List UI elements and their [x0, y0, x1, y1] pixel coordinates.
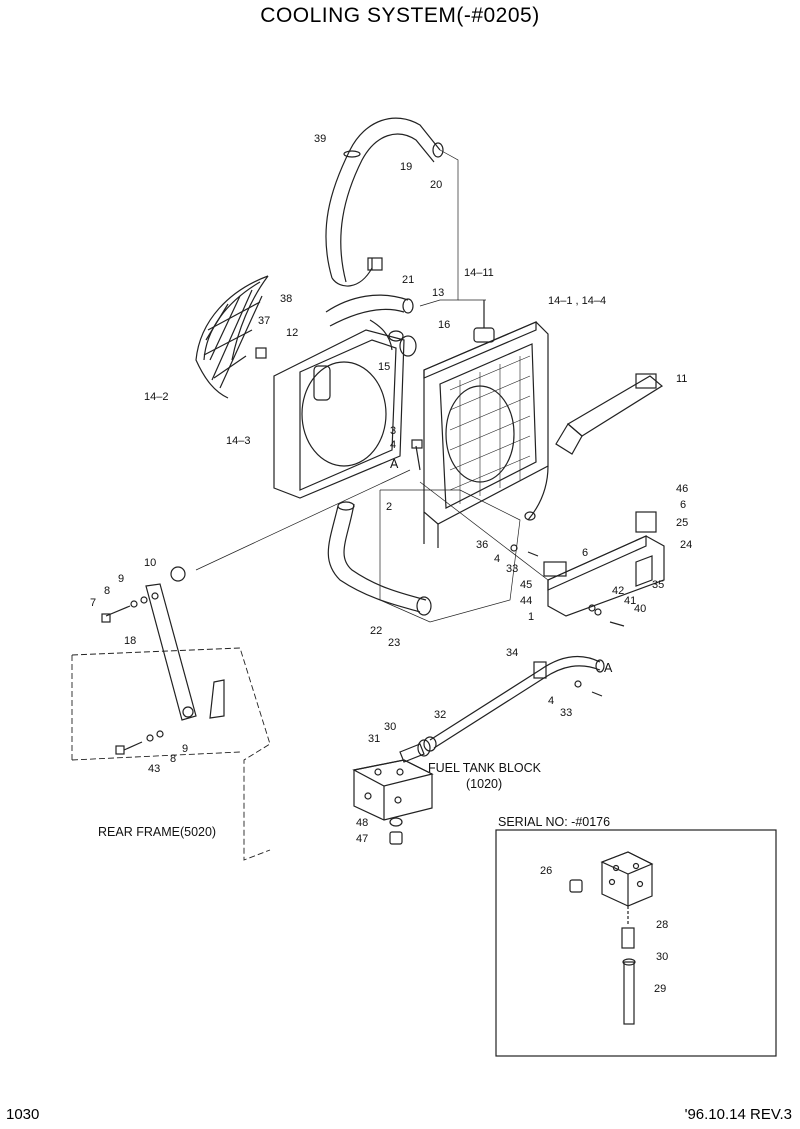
page-title: COOLING SYSTEM(-#0205): [260, 4, 540, 27]
callout-12: 12: [286, 327, 298, 339]
rear-frame-label: REAR FRAME(5020): [98, 825, 216, 839]
callout-41: 41: [624, 595, 636, 607]
callout-4: 4: [390, 439, 396, 451]
callout-22: 22: [370, 625, 382, 637]
callout-18: 18: [124, 635, 136, 647]
callout-48: 48: [356, 817, 368, 829]
rubber-mount: [170, 566, 186, 582]
fuel-tank-block-label: FUEL TANK BLOCK: [428, 761, 542, 775]
callout-33b: 33: [560, 707, 572, 719]
callout-3: 3: [390, 425, 396, 437]
view-a-label: A: [390, 457, 399, 471]
callout-14-11: 14–11: [464, 267, 494, 279]
frame-bracket: [209, 679, 225, 719]
callout-16: 16: [438, 319, 450, 331]
callout-31: 31: [368, 733, 380, 745]
callout-14-1-14-4: 14–1 , 14–4: [548, 295, 606, 307]
callout-33: 33: [506, 563, 518, 575]
callout-11: 11: [676, 373, 687, 385]
callout-28: 28: [656, 919, 668, 931]
radiator-inlet-hose: [325, 294, 414, 351]
page-number: 1030: [6, 1106, 40, 1123]
revision-label: '96.10.14 REV.3: [684, 1106, 792, 1123]
callout-7: 7: [90, 597, 96, 609]
serial-label: SERIAL NO: -#0176: [498, 815, 610, 829]
fuel-pipe: [423, 655, 605, 752]
callout-4b: 4: [494, 553, 500, 565]
fitting-21: [367, 257, 383, 271]
callout-29: 29: [654, 983, 666, 995]
callout-6b: 6: [582, 547, 588, 559]
callout-26: 26: [540, 865, 552, 877]
callout-25: 25: [676, 517, 688, 529]
upper-hose: [325, 117, 444, 287]
callout-32: 32: [434, 709, 446, 721]
callout-45: 45: [520, 579, 532, 591]
callout-15: 15: [378, 361, 390, 373]
fan-guard: [195, 275, 269, 399]
washer-48: [389, 817, 403, 827]
view-a-label-2: A: [604, 661, 613, 675]
callout-44: 44: [520, 595, 532, 607]
callout-40: 40: [634, 603, 646, 615]
radiator-bracket-11: [555, 373, 664, 455]
callout-8: 8: [104, 585, 110, 597]
callout-43: 43: [148, 763, 160, 775]
fuel-tank-block: [352, 759, 434, 821]
callout-34: 34: [506, 647, 518, 659]
support-bracket: [543, 511, 665, 617]
callout-9b: 9: [182, 743, 188, 755]
fuel-tank-block-ref: (1020): [466, 777, 502, 791]
callout-21: 21: [402, 274, 414, 286]
inset-parts: [569, 851, 654, 1025]
callout-39: 39: [314, 133, 326, 145]
callout-23: 23: [388, 637, 400, 649]
radiator: [423, 300, 549, 548]
callout-30b: 30: [656, 951, 668, 963]
callout-14-2: 14–2: [144, 391, 168, 403]
callout-8b: 8: [170, 753, 176, 765]
fan-shroud: [273, 329, 405, 499]
callout-24: 24: [680, 539, 692, 551]
guide-lines: [195, 149, 549, 623]
radiator-stay: [145, 566, 197, 721]
callout-1: 1: [528, 611, 534, 623]
serial-inset: [495, 829, 777, 1057]
callout-6: 6: [680, 499, 686, 511]
callout-38: 38: [280, 293, 292, 305]
callout-9: 9: [118, 573, 124, 585]
callout-13: 13: [432, 287, 444, 299]
callout-47: 47: [356, 833, 368, 845]
bolts: [101, 347, 625, 755]
callouts: 39 19 20 21 14–11 14–1 , 14–4 38 13 37 1…: [90, 133, 692, 995]
lower-hose: [327, 501, 432, 616]
callout-4c: 4: [548, 695, 554, 707]
callout-19: 19: [400, 161, 412, 173]
callout-10: 10: [144, 557, 156, 569]
callout-2: 2: [386, 501, 392, 513]
callout-36: 36: [476, 539, 488, 551]
callout-30: 30: [384, 721, 396, 733]
plug-47: [389, 831, 403, 845]
callout-42: 42: [612, 585, 624, 597]
callout-20: 20: [430, 179, 442, 191]
rear-frame: [71, 647, 271, 861]
hose-clamp: [399, 335, 417, 357]
callout-46: 46: [676, 483, 688, 495]
pipe-fitting: [399, 739, 431, 763]
callout-14-3: 14–3: [226, 435, 250, 447]
callout-35: 35: [652, 579, 664, 591]
callout-37: 37: [258, 315, 270, 327]
